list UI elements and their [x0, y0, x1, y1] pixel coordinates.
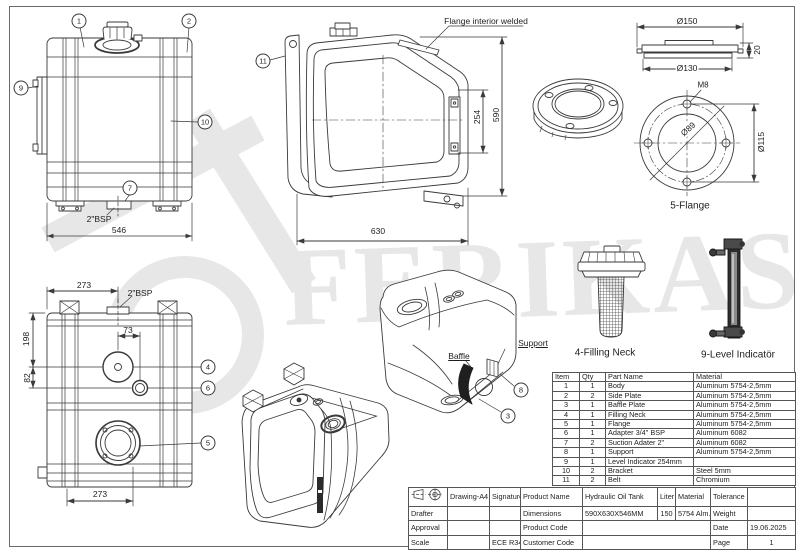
weight-value: [747, 505, 796, 521]
material-label: Material: [675, 487, 711, 507]
front-bsp-label: 2"BSP: [86, 214, 112, 224]
scale-value: [447, 534, 490, 550]
page-label: Page: [710, 534, 748, 550]
callout-8: 8: [513, 382, 529, 398]
signature-label: Signature: [489, 487, 521, 507]
callout-11: 11: [255, 53, 271, 69]
top-view-drawing: [28, 286, 202, 507]
drafter-label: Drafter: [408, 505, 448, 521]
top-dim-273-top: 273: [76, 280, 92, 290]
tolerance-label: Tolerance: [710, 487, 748, 507]
filling-neck-caption: 4-Filling Neck: [574, 347, 636, 359]
top-dim-198: 198: [21, 331, 31, 347]
side-view-drawing: [269, 22, 524, 246]
date-value: 19.06.2025: [747, 520, 796, 536]
flange-thickness-dim: 20: [752, 45, 762, 55]
ece-approval: ECE R34: [489, 534, 521, 550]
top-dim-273-bottom: 273: [92, 489, 108, 499]
drafter-signature: [489, 505, 521, 521]
tolerance-value: [747, 487, 796, 507]
top-bsp-label: 2"BSP: [127, 288, 153, 298]
liter-label: Liter: [657, 487, 676, 507]
callout-4: 4: [200, 359, 216, 375]
liter-value: 150: [657, 505, 676, 521]
title-block: Drawing-A4 Signature Product Name Hydrau…: [408, 487, 796, 550]
page-value: 1: [747, 534, 796, 550]
flange-caption: 5-Flange: [670, 200, 710, 212]
baffle-label: Baffle: [448, 351, 470, 361]
callout-10: 10: [197, 114, 213, 130]
projection-symbol-cell: [408, 487, 448, 507]
dimensions-label: Dimensions: [520, 505, 583, 521]
side-dim-254: 254: [472, 109, 482, 125]
front-width-dim: 546: [111, 225, 127, 235]
customer-code-label: Customer Code: [520, 534, 583, 550]
approval-value: [447, 520, 490, 536]
drawing-format: Drawing-A4: [447, 487, 490, 507]
callout-7: 7: [122, 180, 138, 196]
material-value: 5754 Alm.: [675, 505, 711, 521]
level-indicator-drawing: [709, 238, 745, 339]
support-label: Support: [518, 338, 548, 348]
sheet-border: [9, 6, 795, 547]
level-indicator-caption: 9-Level Indicatör: [701, 349, 775, 361]
front-view-drawing: [27, 21, 199, 242]
scale-label: Scale: [408, 534, 448, 550]
product-name-value: Hydraulic Oil Tank: [582, 487, 658, 507]
approval-label: Approval: [408, 520, 448, 536]
flange-dia115-dim: Ø115: [756, 131, 766, 153]
parts-table-header: Item Qty Part Name Material: [552, 371, 796, 383]
callout-9: 9: [13, 80, 29, 96]
filling-neck-drawing: [577, 245, 646, 338]
callout-3: 3: [500, 408, 516, 424]
weight-label: Weight: [710, 505, 748, 521]
side-dim-630: 630: [370, 226, 386, 236]
side-dim-590: 590: [491, 107, 501, 123]
flange-m8-label: M8: [697, 80, 709, 90]
flange-dia130-dim: Ø130: [675, 63, 699, 73]
isometric-view-right: [379, 269, 517, 414]
projection-symbol-icon: [411, 488, 442, 501]
top-dim-82: 82: [22, 373, 32, 383]
product-name-label: Product Name: [520, 487, 583, 507]
isometric-view-left: [241, 362, 390, 528]
customer-code-value: [582, 534, 711, 550]
flange-dia150-dim: Ø150: [676, 16, 698, 26]
approval-signature: [489, 520, 521, 536]
dimensions-value: 590X630X546MM: [582, 505, 658, 521]
callout-6: 6: [200, 380, 216, 396]
flange-weld-note: Flange interior welded: [444, 16, 528, 26]
flange-detail-drawing: [532, 22, 760, 197]
drafter-value: [447, 505, 490, 521]
product-code-value: [582, 520, 711, 536]
callout-1: 1: [71, 13, 87, 29]
top-dim-73: 73: [123, 325, 133, 335]
callout-5: 5: [200, 435, 216, 451]
callout-2: 2: [181, 13, 197, 29]
date-label: Date: [710, 520, 748, 536]
product-code-label: Product Code: [520, 520, 583, 536]
